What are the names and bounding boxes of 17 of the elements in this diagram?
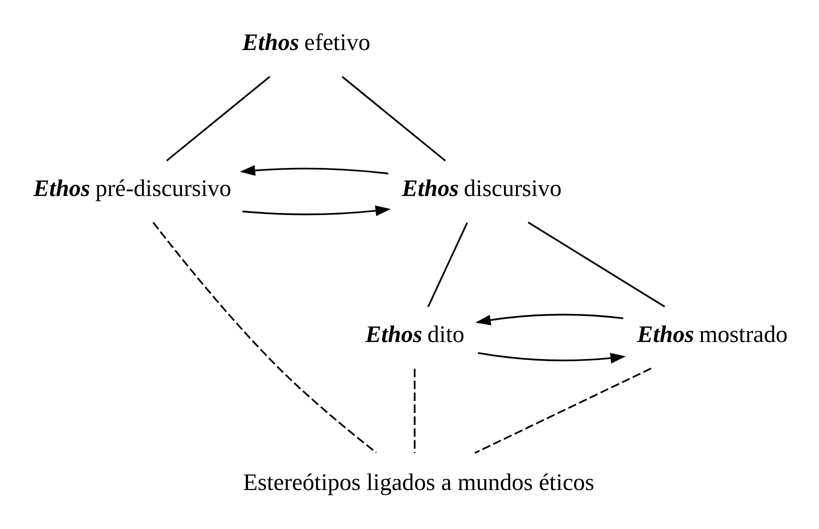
- connector: [474, 368, 651, 454]
- arrow: [239, 165, 388, 176]
- connector: [426, 222, 468, 308]
- node-text: Ethos pré-discursivo: [32, 176, 231, 202]
- connector: [341, 76, 446, 162]
- arrow: [242, 205, 390, 216]
- arrow: [477, 352, 626, 364]
- node-text: Ethos mostrado: [636, 322, 788, 348]
- connector: [527, 222, 665, 308]
- node-text: Ethos dito: [364, 322, 464, 348]
- connector: [152, 222, 376, 454]
- node-text: Estereótipos ligados a mundos éticos: [242, 470, 594, 496]
- connector: [413, 368, 416, 453]
- node-text: Ethos discursivo: [401, 176, 562, 202]
- arrow: [474, 314, 623, 326]
- connector: [166, 76, 270, 162]
- node-text: Ethos efetivo: [242, 30, 370, 56]
